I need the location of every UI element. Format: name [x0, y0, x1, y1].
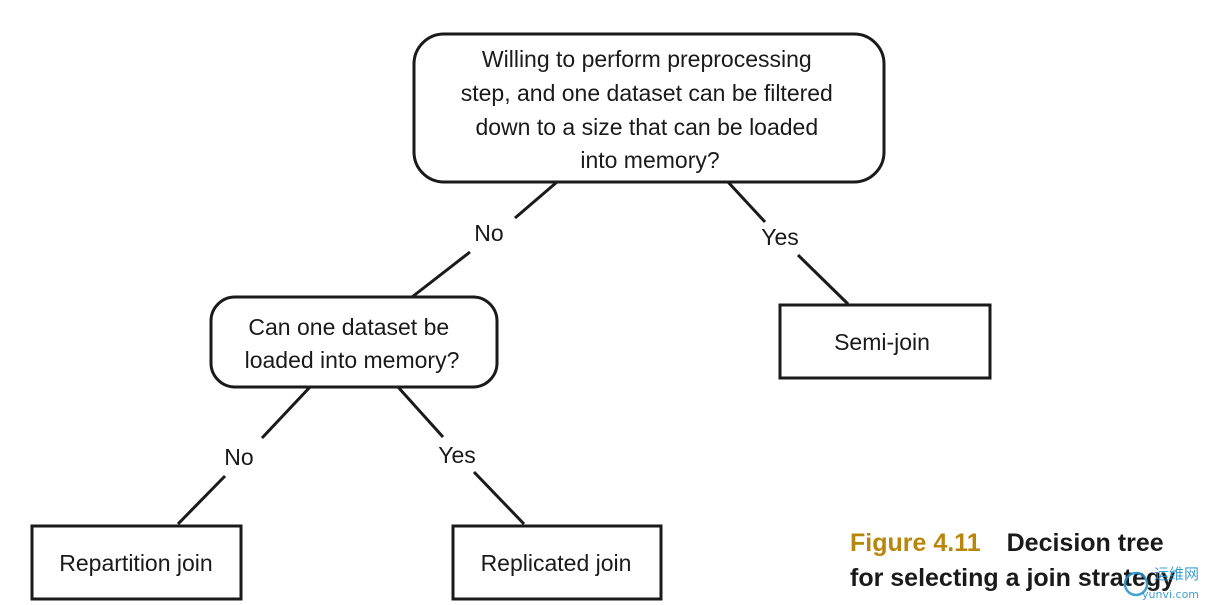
second-question-box [209, 295, 499, 389]
root-question-text: Willing to perform preprocessing step, a… [461, 46, 840, 173]
edge-second-yes-lower [472, 470, 526, 526]
root-question-box [412, 32, 886, 184]
figure-caption: Figure 4.11 Decision tree for selecting a… [850, 526, 1210, 596]
second-question-text: Can one dataset be loaded into memory? [245, 314, 460, 373]
edge-second-no-upper [260, 385, 312, 440]
edge-second-yes-upper [396, 385, 445, 439]
root-question-line-4: into memory? [580, 147, 719, 173]
semi-join-node: Semi-join [778, 303, 992, 380]
root-question-line-3: down to a size that can be loaded [475, 114, 818, 140]
figure-number: Figure 4.11 [850, 529, 981, 557]
edge-label-root-no: No [474, 220, 503, 246]
edge-root-yes-lower [796, 253, 850, 306]
replicated-join-label: Replicated join [481, 550, 632, 576]
root-question-line-1: Willing to perform preprocessing [482, 46, 812, 72]
edge-label-second-yes: Yes [438, 442, 476, 468]
watermark-ring-icon [1123, 571, 1149, 597]
figure-caption-line-1: Figure 4.11 Decision tree [850, 526, 1210, 561]
edge-root-yes-upper [726, 180, 767, 224]
repartition-join-label: Repartition join [59, 550, 212, 576]
site-watermark-logo: 运维网 yunvi.com [1123, 565, 1199, 601]
root-question-node: Willing to perform preprocessing step, a… [412, 32, 886, 184]
figure-caption-text-2: for selecting a join strategy [850, 564, 1176, 592]
watermark-text-top: 运维网 [1154, 565, 1199, 583]
semi-join-box [778, 303, 992, 380]
repartition-join-node: Repartition join [30, 524, 243, 601]
semi-join-label: Semi-join [834, 329, 930, 355]
watermark-text-bottom: yunvi.com [1142, 588, 1199, 601]
figure-caption-line-2: for selecting a join strategy [850, 561, 1210, 596]
replicated-join-node: Replicated join [451, 524, 663, 601]
second-question-node: Can one dataset be loaded into memory? [209, 295, 499, 389]
replicated-join-box [451, 524, 663, 601]
figure-caption-text-1: Decision tree [1006, 529, 1164, 557]
repartition-join-box [30, 524, 243, 601]
edge-second-no-lower [176, 474, 227, 526]
root-question-line-2: step, and one dataset can be filtered [461, 80, 833, 106]
edges [176, 180, 850, 526]
edge-root-no-lower [411, 250, 471, 299]
second-question-line-1: Can one dataset be [248, 314, 449, 340]
edge-label-second-no: No [224, 444, 253, 470]
second-question-line-2: loaded into memory? [245, 347, 460, 373]
edge-root-no-upper [514, 180, 558, 220]
edge-label-root-yes: Yes [761, 224, 799, 250]
